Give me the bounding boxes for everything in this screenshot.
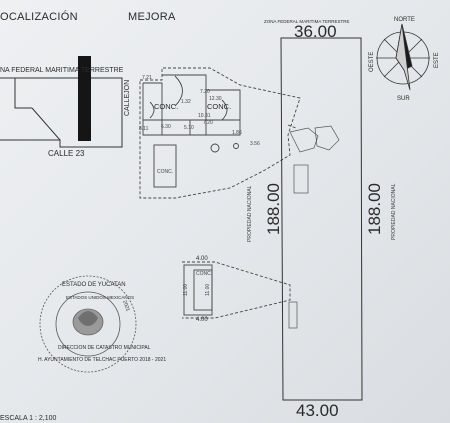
location-map [0, 77, 123, 148]
compass-west: OESTE [369, 51, 375, 72]
compass-north: NORTE [394, 17, 415, 23]
measure: 11.00 [183, 283, 189, 296]
seal-dept: DIRECCION DE CATASTRO MUNICIPAL [58, 345, 151, 351]
left-length: 188.00 [264, 183, 283, 235]
seal-state: ESTADO DE YUCATAN [62, 282, 126, 288]
street-label: CALLE 23 [48, 149, 85, 158]
top-width: 36.00 [294, 22, 337, 41]
official-seal [39, 275, 137, 373]
measure: 1.32 [181, 99, 191, 105]
conc-label-2: CONC. [207, 102, 232, 111]
located-property-marker [78, 56, 91, 141]
left-side-label: PROPIEDAD NACIONAL [247, 185, 253, 242]
improvement-plan [139, 67, 301, 199]
measure: 8.11 [139, 126, 149, 132]
bottom-width: 43.00 [296, 401, 339, 420]
scale-label: ESCALA 1 : 2,100 [0, 415, 57, 422]
measure: 12.30 [209, 96, 222, 102]
measure: 10.31 [198, 113, 211, 119]
compass-rose [376, 23, 430, 91]
measure: 3.56 [250, 141, 260, 147]
conc-label-3: CONC. [157, 169, 174, 175]
lower-structure [182, 261, 291, 319]
top-zone-label: ZONA FEDERAL MARITIMA TERRESTRE [264, 19, 350, 24]
right-side-label: PROPIEDAD NACIONAL [391, 183, 397, 240]
seal-country: ESTADOS UNIDOS MEXICANOS [66, 295, 135, 300]
measure: 6.30 [161, 124, 171, 130]
lot-polygon [280, 37, 363, 401]
measure: 7.20 [200, 89, 210, 95]
measure: 4.00 [196, 317, 208, 323]
seal-municipality: H. AYUNTAMIENTO DE TELCHAC PUERTO 2018 -… [38, 357, 167, 363]
right-length: 188.00 [365, 183, 384, 235]
measure: 7.21 [142, 75, 152, 81]
compass-east: ESTE [434, 52, 440, 68]
conc-label-1: CONC. [154, 102, 179, 111]
measure: 4.00 [196, 256, 208, 262]
measure: 5.10 [184, 125, 194, 131]
improvement-title: MEJORA [128, 11, 176, 23]
measure: 1.86 [232, 130, 242, 136]
compass-south: SUR [397, 96, 410, 102]
measure: 11.00 [205, 283, 211, 296]
zone-label: NA FEDERAL MARITIMA TERRESTRE [0, 67, 124, 74]
measure: 7.20 [203, 120, 213, 126]
conc-label-4: CONC. [196, 271, 213, 277]
callejon-label: CALLEJON [124, 79, 131, 116]
location-title: OCALIZACIÓN [0, 11, 78, 23]
